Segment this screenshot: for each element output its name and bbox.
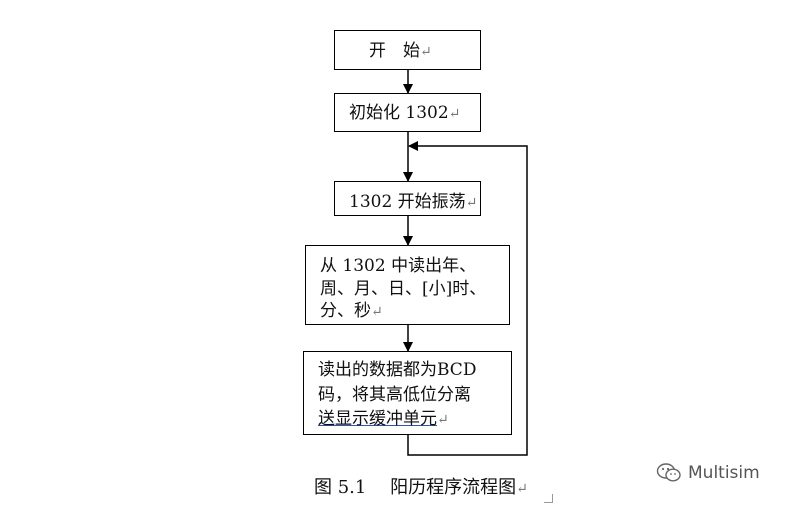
read-line-3: 分、秒↵ <box>320 301 383 321</box>
watermark-text: Multisim <box>688 463 760 483</box>
oscillate-label: 1302 开始振荡↵ <box>349 192 478 212</box>
start-label: 开 始↵ <box>369 41 432 61</box>
read-line-1: 从 1302 中读出年、 <box>320 256 477 276</box>
wechat-icon <box>656 463 681 482</box>
convert-line-1: 读出的数据都为BCD <box>318 360 477 380</box>
start-box: 开 始↵ <box>334 30 481 70</box>
convert-box: 读出的数据都为BCD 码，将其高低位分离 送显示缓冲单元↵ <box>303 351 512 435</box>
convert-line-2: 码，将其高低位分离 <box>318 385 471 405</box>
oscillate-box: 1302 开始振荡↵ <box>334 181 481 216</box>
init-label: 初始化 1302↵ <box>349 103 461 123</box>
read-line-2: 周、月、日、[小]时、 <box>320 279 487 299</box>
corner-mark <box>544 494 553 503</box>
read-box: 从 1302 中读出年、 周、月、日、[小]时、 分、秒↵ <box>305 245 510 325</box>
convert-line-3: 送显示缓冲单元↵ <box>318 409 449 429</box>
watermark: Multisim <box>656 462 760 484</box>
loop-back-line <box>407 141 528 456</box>
figure-caption: 图 5.1 阳历程序流程图↵ <box>314 477 528 498</box>
init-box: 初始化 1302↵ <box>334 93 481 132</box>
